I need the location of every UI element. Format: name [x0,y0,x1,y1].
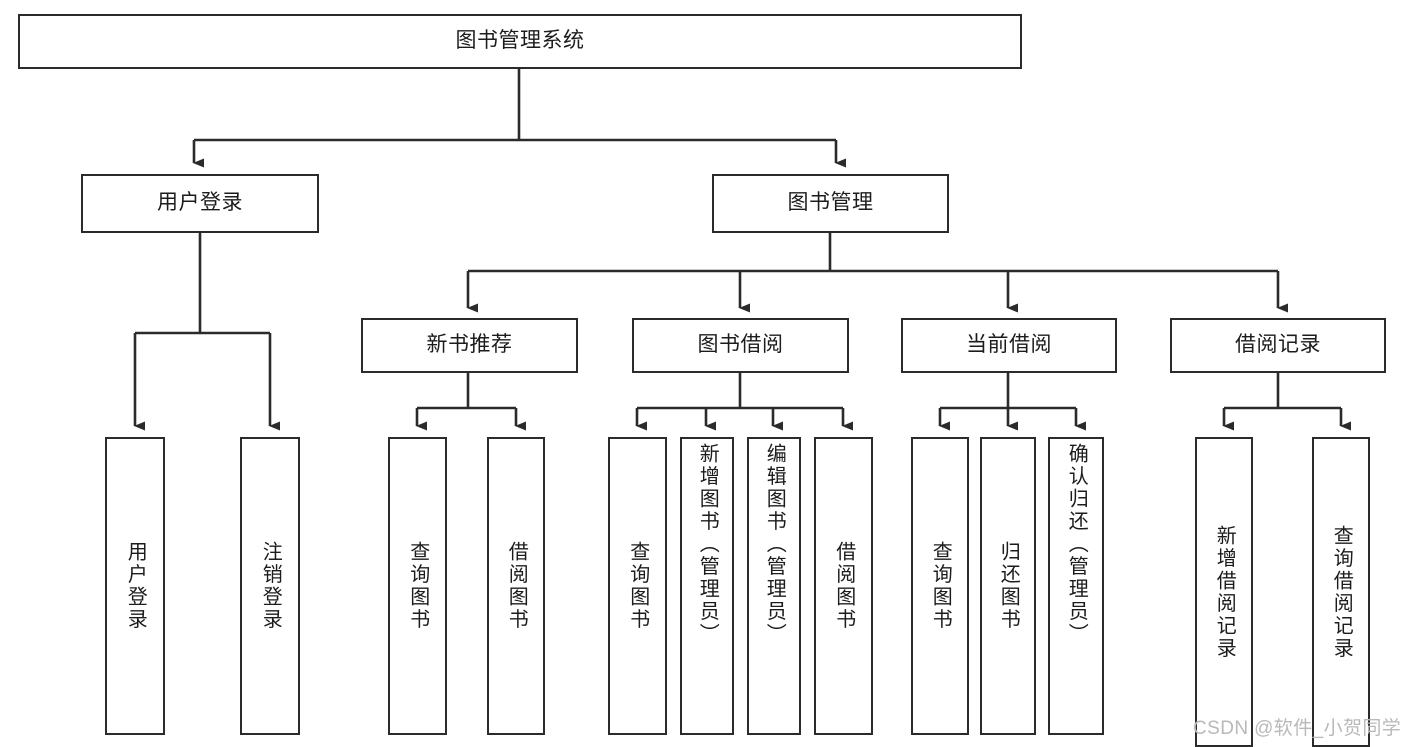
node-root[interactable]: 图书管理系统 [18,14,1022,69]
leaf-query-book-3-label: 查询图书 [929,541,952,631]
node-user-login[interactable]: 用户登录 [81,174,319,233]
leaf-borrow-book-1[interactable]: 借阅图书 [487,437,545,735]
node-book-borrow-label: 图书借阅 [697,333,784,357]
leaf-user-login-label: 用户登录 [124,541,147,631]
node-book-manage[interactable]: 图书管理 [712,174,949,233]
leaf-query-book-1-label: 查询图书 [406,541,429,631]
leaf-add-record[interactable]: 新增借阅记录 [1195,437,1253,747]
node-user-login-label: 用户登录 [157,191,243,215]
leaf-query-book-2-label: 查询图书 [626,541,649,631]
leaf-add-book[interactable]: 新增图书（管理员） [680,437,734,735]
leaf-confirm-return[interactable]: 确认归还（管理员） [1048,437,1104,735]
leaf-query-book-2[interactable]: 查询图书 [608,437,667,735]
leaf-add-record-label: 新增借阅记录 [1213,524,1236,660]
leaf-return-book[interactable]: 归还图书 [980,437,1036,735]
leaf-borrow-book-2-label: 借阅图书 [832,541,855,631]
node-new-book-recommend[interactable]: 新书推荐 [361,318,578,373]
node-borrow-record-label: 借阅记录 [1235,333,1321,357]
node-new-book-recommend-label: 新书推荐 [426,333,513,357]
leaf-confirm-return-label: 确认归还（管理员） [1065,443,1088,646]
node-root-label: 图书管理系统 [455,29,585,53]
leaf-logout-label: 注销登录 [259,541,282,631]
leaf-query-record[interactable]: 查询借阅记录 [1312,437,1370,747]
node-book-manage-label: 图书管理 [787,191,874,215]
leaf-query-book-3[interactable]: 查询图书 [911,437,969,735]
leaf-borrow-book-1-label: 借阅图书 [505,541,528,631]
leaf-add-book-label: 新增图书（管理员） [696,443,719,646]
leaf-query-record-label: 查询借阅记录 [1330,524,1353,660]
leaf-user-login[interactable]: 用户登录 [105,437,165,735]
node-borrow-record[interactable]: 借阅记录 [1170,318,1386,373]
node-book-borrow[interactable]: 图书借阅 [632,318,849,373]
node-current-borrow-label: 当前借阅 [966,333,1052,357]
csdn-watermark: CSDN @软件_小贺同学 [1193,718,1402,739]
leaf-borrow-book-2[interactable]: 借阅图书 [814,437,873,735]
leaf-return-book-label: 归还图书 [997,541,1020,631]
leaf-edit-book[interactable]: 编辑图书（管理员） [747,437,801,735]
node-current-borrow[interactable]: 当前借阅 [901,318,1117,373]
leaf-edit-book-label: 编辑图书（管理员） [763,443,786,646]
leaf-query-book-1[interactable]: 查询图书 [388,437,447,735]
leaf-logout[interactable]: 注销登录 [240,437,300,735]
